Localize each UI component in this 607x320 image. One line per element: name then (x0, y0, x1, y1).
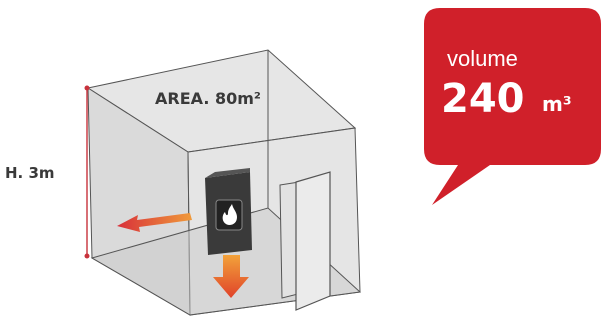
volume-unit: m³ (542, 92, 572, 116)
volume-value: 240 (441, 76, 525, 122)
stove-icon (205, 168, 252, 255)
area-label: AREA. 80m² (155, 89, 261, 108)
height-label: H. 3m (5, 164, 55, 182)
volume-callout: volume 240 m³ (424, 8, 601, 205)
volume-title: volume (447, 46, 518, 71)
door-icon (280, 172, 330, 310)
